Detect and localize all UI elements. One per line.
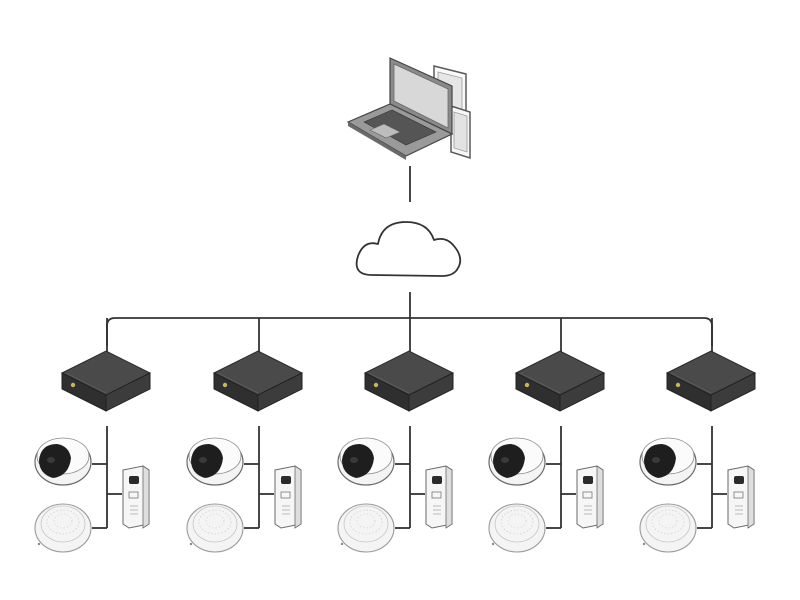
speaker-icon xyxy=(639,503,697,553)
door-station-icon xyxy=(425,465,453,529)
laptop-icon xyxy=(346,57,454,160)
site-group xyxy=(488,318,605,553)
dome-camera-icon xyxy=(186,437,244,486)
client-devices xyxy=(346,57,471,160)
dome-camera-icon xyxy=(488,437,546,486)
cloud-icon xyxy=(355,221,462,277)
site-group xyxy=(639,318,756,553)
controller-box-icon xyxy=(666,350,756,412)
site-group xyxy=(186,318,303,553)
controller-box-icon xyxy=(213,350,303,412)
dome-camera-icon xyxy=(34,437,92,486)
door-station-icon xyxy=(274,465,302,529)
phone-icon xyxy=(450,104,471,160)
site-group xyxy=(337,318,454,553)
speaker-icon xyxy=(488,503,546,553)
door-station-icon xyxy=(576,465,604,529)
speaker-icon xyxy=(186,503,244,553)
door-station-icon xyxy=(727,465,755,529)
door-station-icon xyxy=(122,465,150,529)
speaker-icon xyxy=(34,503,92,553)
site-groups xyxy=(34,318,756,553)
controller-box-icon xyxy=(61,350,151,412)
dome-camera-icon xyxy=(639,437,697,486)
controller-box-icon xyxy=(515,350,605,412)
controller-box-icon xyxy=(364,350,454,412)
dome-camera-icon xyxy=(337,437,395,486)
site-group xyxy=(34,318,151,553)
speaker-icon xyxy=(337,503,395,553)
